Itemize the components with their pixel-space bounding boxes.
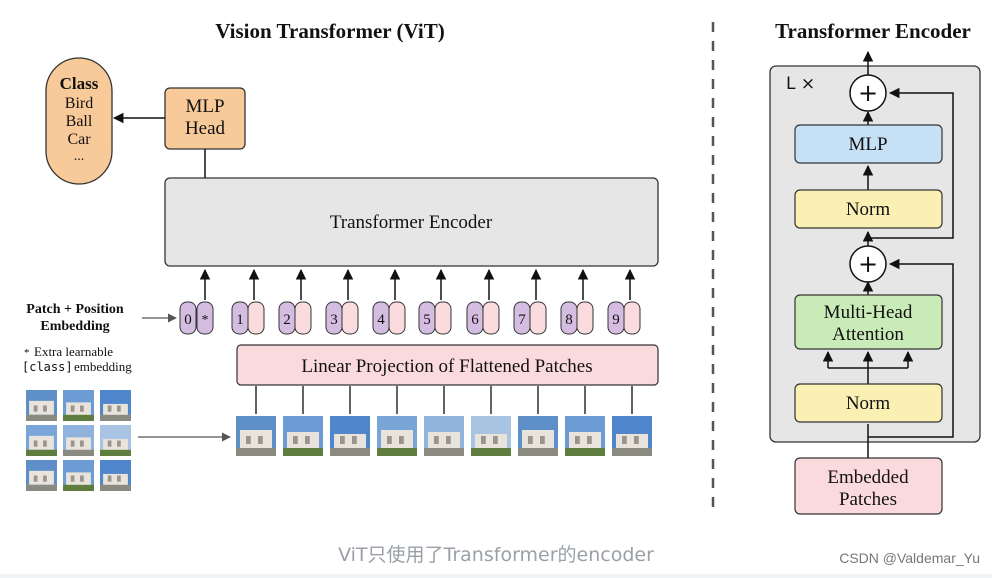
patch-embedding-pill xyxy=(623,301,641,335)
token-4: 4 xyxy=(372,301,406,335)
attention-box xyxy=(794,294,943,350)
token-number: 5 xyxy=(423,312,431,328)
patch-sequence xyxy=(236,416,652,456)
patch-embedding-pill xyxy=(247,301,265,335)
patch-embedding-pill xyxy=(294,301,312,335)
extra-note-line1: Extra learnable xyxy=(34,344,113,359)
figure-caption: ViT只使用了Transformer的encoder xyxy=(338,544,654,566)
token-number: 6 xyxy=(471,312,479,328)
mlp-box xyxy=(794,124,943,164)
embedded-patches-label: Embedded xyxy=(827,467,909,488)
patch-connectors xyxy=(255,386,633,414)
token-number: 3 xyxy=(330,312,338,328)
class-token-pill xyxy=(196,301,214,335)
token-number: 8 xyxy=(565,312,573,328)
image-patch xyxy=(377,416,417,456)
image-patch xyxy=(26,460,57,491)
encoder-detail-title: Transformer Encoder xyxy=(775,19,971,43)
token-number: 2 xyxy=(283,312,291,328)
add-symbol: + xyxy=(858,250,878,278)
image-patch xyxy=(330,416,370,456)
residual-2 xyxy=(868,87,954,239)
norm-box-lower xyxy=(794,383,943,423)
embedding-label: Embedding xyxy=(40,319,109,334)
vit-title: Vision Transformer (ViT) xyxy=(215,19,444,43)
image-patch xyxy=(100,390,131,421)
token-up-arrows xyxy=(199,268,636,300)
patch-embedding-pill xyxy=(434,301,452,335)
token-number: 1 xyxy=(236,312,244,328)
add-symbol: + xyxy=(858,79,878,107)
class-output-box xyxy=(45,57,113,185)
embedded-patches-label: Patches xyxy=(839,489,897,510)
watermark: CSDN @Valdemar_Yu xyxy=(839,550,980,566)
repeat-label: L × xyxy=(786,74,815,94)
image-patch xyxy=(26,425,57,456)
token-number: 4 xyxy=(377,312,385,328)
image-patch xyxy=(518,416,558,456)
add-circle-top xyxy=(849,74,887,112)
image-patch xyxy=(471,416,511,456)
class-item: Car xyxy=(67,131,91,148)
extra-note-mark: * xyxy=(24,347,30,359)
embedded-patches-box xyxy=(794,457,943,515)
residual-1 xyxy=(868,258,954,438)
token-7: 7 xyxy=(513,301,547,335)
norm-box-upper xyxy=(794,189,943,229)
patch-embedding-pill xyxy=(529,301,547,335)
image-patch xyxy=(565,416,605,456)
class-item: Ball xyxy=(66,113,93,130)
norm-label: Norm xyxy=(846,393,891,414)
linear-projection-label: Linear Projection of Flattened Patches xyxy=(301,356,592,377)
extra-note-code: [class] xyxy=(22,360,73,374)
embedding-label: Patch + Position xyxy=(26,302,124,317)
source-image-grid xyxy=(26,390,131,491)
extra-note-rest: embedding xyxy=(74,359,132,374)
patch-embedding-pill xyxy=(388,301,406,335)
mlp-label: MLP xyxy=(848,134,887,155)
norm-label: Norm xyxy=(846,199,891,220)
token-8: 8 xyxy=(560,301,594,335)
class-heading: Class xyxy=(60,74,99,93)
image-patch xyxy=(424,416,464,456)
image-patch xyxy=(236,416,276,456)
linear-projection-box xyxy=(236,344,659,386)
transformer-encoder-box xyxy=(164,177,659,267)
image-patch xyxy=(63,460,94,491)
token-number: 7 xyxy=(518,312,526,328)
class-item: ... xyxy=(74,149,85,164)
token-number: 9 xyxy=(612,312,620,328)
class-item: Bird xyxy=(65,95,93,112)
token-6: 6 xyxy=(466,301,500,335)
mlp-head-label: Head xyxy=(185,118,226,139)
token-number-pill xyxy=(179,301,197,335)
image-patch xyxy=(100,425,131,456)
attention-label: Multi-Head xyxy=(824,302,913,323)
class-token-mark: * xyxy=(202,313,209,328)
image-patch xyxy=(26,390,57,421)
attention-label: Attention xyxy=(832,324,904,345)
add-circle-middle xyxy=(849,245,887,283)
image-patch xyxy=(612,416,652,456)
transformer-encoder-label: Transformer Encoder xyxy=(330,212,493,233)
token-1: 1 xyxy=(231,301,265,335)
position-tokens: 0 * 1 2 3 4 5 6 7 8 9 xyxy=(179,301,641,335)
image-patch xyxy=(283,416,323,456)
image-patch xyxy=(63,425,94,456)
token-9: 9 xyxy=(607,301,641,335)
token-5: 5 xyxy=(418,301,452,335)
token-3: 3 xyxy=(325,301,359,335)
bottom-bar xyxy=(0,574,992,578)
token-2: 2 xyxy=(278,301,312,335)
token-0: 0 * xyxy=(179,301,214,335)
patch-embedding-pill xyxy=(341,301,359,335)
patch-embedding-pill xyxy=(482,301,500,335)
mlp-head-label: MLP xyxy=(185,96,224,117)
image-patch xyxy=(63,390,94,421)
image-patch xyxy=(100,460,131,491)
patch-embedding-pill xyxy=(576,301,594,335)
token-number: 0 xyxy=(184,312,192,328)
